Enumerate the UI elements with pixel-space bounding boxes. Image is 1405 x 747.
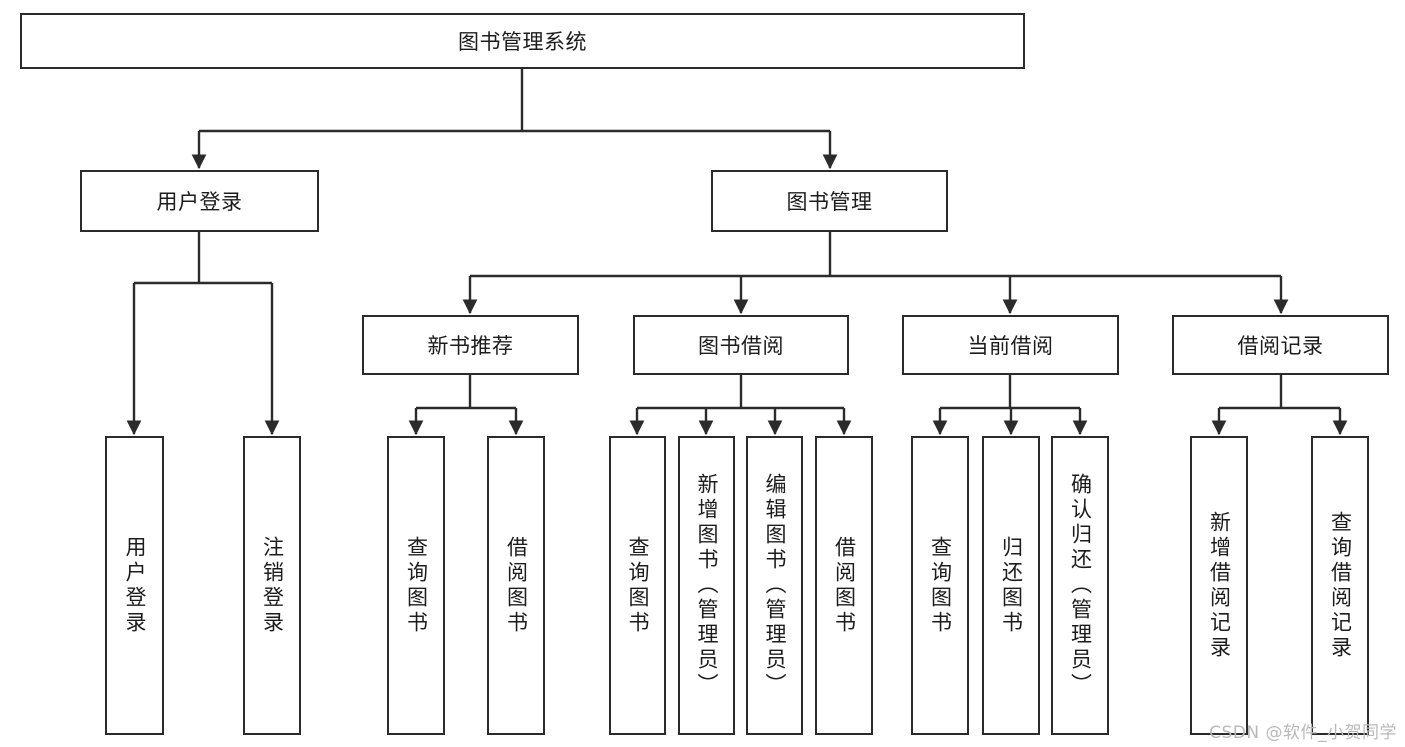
node-current-borrow[interactable]: 当前借阅 bbox=[902, 315, 1119, 375]
leaf-borrow-book[interactable]: 借阅图书 bbox=[815, 436, 873, 735]
node-book-management[interactable]: 图书管理 bbox=[711, 170, 948, 232]
node-label: 新书推荐 bbox=[427, 334, 514, 358]
node-label: 用户登录 bbox=[156, 190, 243, 214]
node-borrow-record[interactable]: 借阅记录 bbox=[1172, 315, 1389, 375]
node-book-borrow[interactable]: 图书借阅 bbox=[633, 315, 849, 375]
node-label: 图书管理 bbox=[786, 190, 873, 214]
node-new-book-recommend[interactable]: 新书推荐 bbox=[362, 315, 579, 375]
leaf-edit-book-admin[interactable]: 编辑图书（管理员） bbox=[746, 436, 803, 735]
node-label: 新增图书（管理员） bbox=[695, 473, 719, 698]
node-label: 图书借阅 bbox=[698, 334, 784, 358]
node-label: 注销登录 bbox=[260, 535, 285, 636]
leaf-add-book-admin[interactable]: 新增图书（管理员） bbox=[678, 436, 735, 735]
node-root[interactable]: 图书管理系统 bbox=[20, 13, 1025, 69]
leaf-query-book-current[interactable]: 查询图书 bbox=[911, 436, 969, 735]
leaf-user-login[interactable]: 用户登录 bbox=[105, 436, 164, 735]
node-label: 用户登录 bbox=[123, 535, 147, 636]
leaf-add-borrow-record[interactable]: 新增借阅记录 bbox=[1190, 436, 1248, 735]
leaf-confirm-return-admin[interactable]: 确认归还（管理员） bbox=[1051, 436, 1109, 735]
node-label: 查询图书 bbox=[626, 535, 650, 636]
node-label: 借阅记录 bbox=[1237, 334, 1324, 358]
node-label: 归还图书 bbox=[999, 535, 1024, 636]
node-label: 图书管理系统 bbox=[458, 30, 587, 54]
node-label: 新增借阅记录 bbox=[1207, 510, 1232, 661]
node-label: 查询借阅记录 bbox=[1328, 510, 1353, 661]
node-label: 确认归还（管理员） bbox=[1068, 473, 1093, 698]
leaf-user-logout[interactable]: 注销登录 bbox=[243, 436, 301, 735]
node-label: 查询图书 bbox=[928, 535, 953, 636]
leaf-query-book-recommend[interactable]: 查询图书 bbox=[387, 436, 445, 735]
node-label: 借阅图书 bbox=[832, 535, 857, 636]
node-label: 编辑图书（管理员） bbox=[763, 473, 787, 698]
leaf-borrow-book-recommend[interactable]: 借阅图书 bbox=[487, 436, 545, 735]
leaf-return-book[interactable]: 归还图书 bbox=[982, 436, 1040, 735]
node-label: 当前借阅 bbox=[967, 334, 1054, 358]
watermark: CSDN @软件_小贺同学 bbox=[1209, 723, 1397, 743]
node-label: 借阅图书 bbox=[504, 535, 529, 636]
node-label: 查询图书 bbox=[404, 535, 429, 636]
node-user-login[interactable]: 用户登录 bbox=[80, 170, 319, 232]
leaf-query-borrow-record[interactable]: 查询借阅记录 bbox=[1311, 436, 1369, 735]
leaf-query-book-borrow[interactable]: 查询图书 bbox=[609, 436, 666, 735]
